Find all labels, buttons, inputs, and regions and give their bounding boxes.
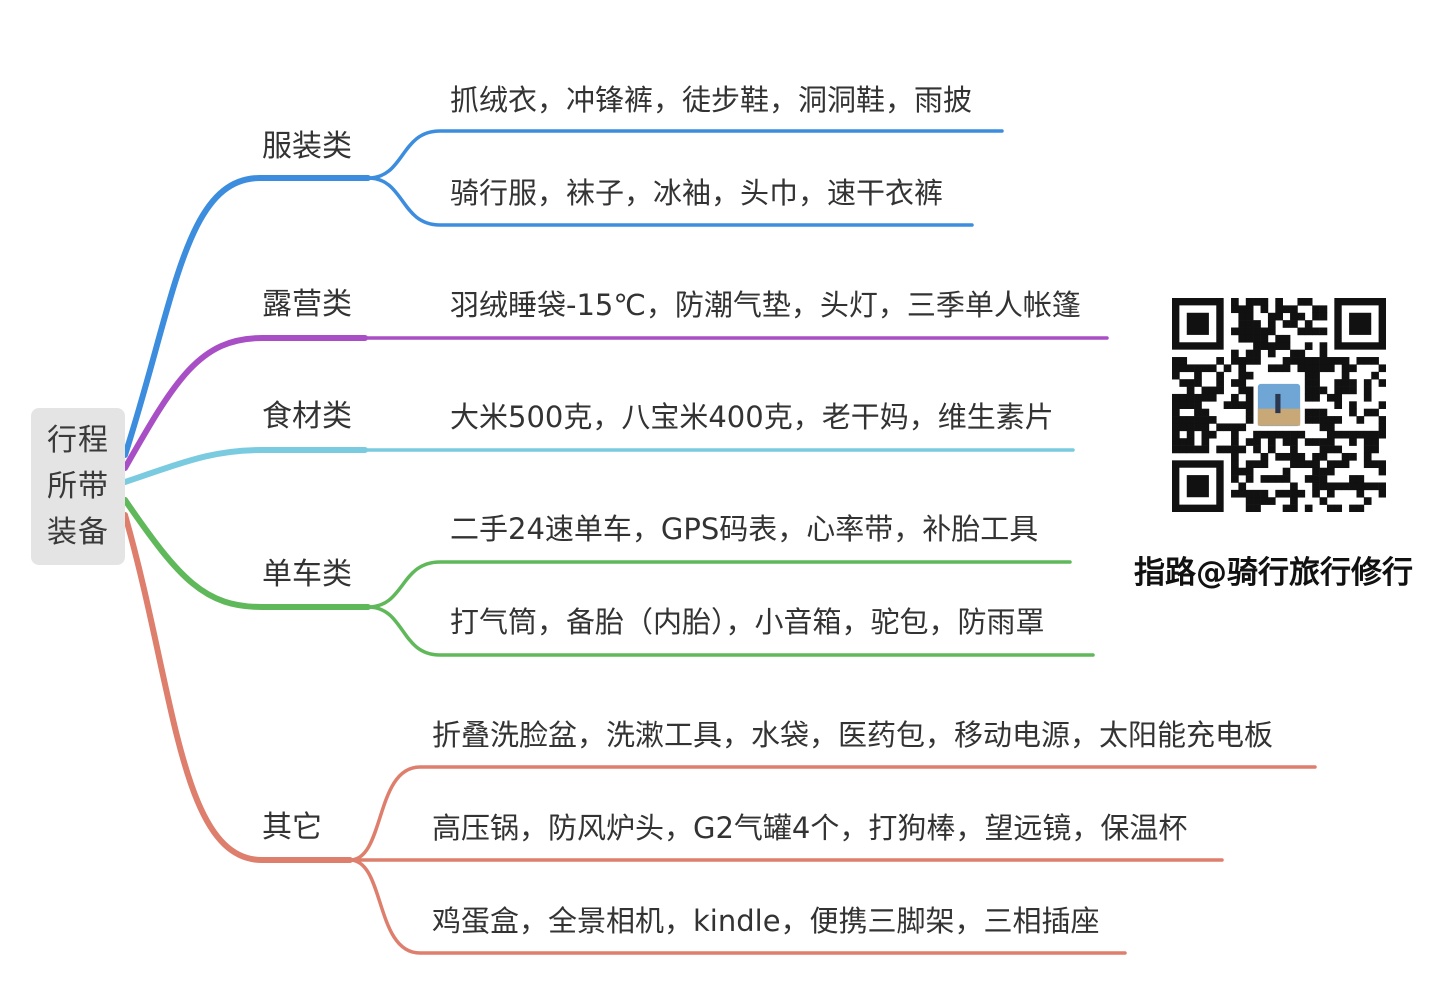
qr-code bbox=[1172, 298, 1387, 513]
connector-root-clothing bbox=[122, 175, 371, 458]
avatar-person bbox=[1275, 393, 1281, 414]
item-other-1[interactable]: 折叠洗脸盆，洗漱工具，水袋，医药包，移动电源，太阳能充电板 bbox=[432, 718, 1274, 752]
item-clothing-2[interactable]: 骑行服，袜子，冰袖，头巾，速干衣裤 bbox=[450, 176, 944, 210]
root-line: 所带 bbox=[47, 468, 109, 504]
item-food-1[interactable]: 大米500克，八宝米400克，老干妈，维生素片 bbox=[450, 400, 1054, 434]
category-food[interactable]: 食材类 bbox=[262, 399, 352, 434]
connector-root-food bbox=[122, 447, 368, 485]
item-other-3[interactable]: 鸡蛋盒，全景相机，kindle，便携三脚架，三相插座 bbox=[432, 904, 1100, 938]
root-line: 行程 bbox=[47, 422, 109, 458]
item-camping-1[interactable]: 羽绒睡袋-15℃，防潮气垫，头灯，三季单人帐篷 bbox=[450, 288, 1081, 322]
root-node-text: 行程 所带 装备 bbox=[46, 418, 110, 556]
item-bike-2[interactable]: 打气筒，备胎（内胎），小音箱，驼包，防雨罩 bbox=[450, 605, 1045, 639]
qr-caption: 指路@骑行旅行修行 bbox=[1134, 555, 1413, 591]
connector-root-other bbox=[122, 512, 353, 863]
avatar-ground bbox=[1257, 408, 1301, 426]
connector-other-item-1 bbox=[348, 765, 1317, 862]
category-bike[interactable]: 单车类 bbox=[262, 557, 352, 592]
connector-clothing-item-1 bbox=[366, 129, 1004, 180]
connector-other-item-3 bbox=[348, 858, 1127, 955]
category-clothing[interactable]: 服装类 bbox=[262, 129, 352, 164]
root-node[interactable]: 行程 所带 装备 bbox=[31, 408, 125, 565]
connector-bike-item-1 bbox=[366, 560, 1072, 609]
item-bike-1[interactable]: 二手24速单车，GPS码表，心率带，补胎工具 bbox=[450, 512, 1039, 546]
connector-root-bike bbox=[122, 497, 371, 610]
item-other-2[interactable]: 高压锅，防风炉头，G2气罐4个，打狗棒，望远镜，保温杯 bbox=[432, 811, 1188, 845]
item-clothing-1[interactable]: 抓绒衣，冲锋裤，徒步鞋，洞洞鞋，雨披 bbox=[450, 83, 973, 117]
qr-code-graphic bbox=[1172, 298, 1387, 513]
root-line: 装备 bbox=[47, 514, 109, 550]
connector-root-camping bbox=[122, 335, 368, 471]
connector-bike-item-2 bbox=[366, 605, 1095, 657]
category-other[interactable]: 其它 bbox=[262, 810, 322, 845]
category-camping[interactable]: 露营类 bbox=[262, 287, 352, 322]
connector-clothing-item-2 bbox=[366, 176, 974, 227]
